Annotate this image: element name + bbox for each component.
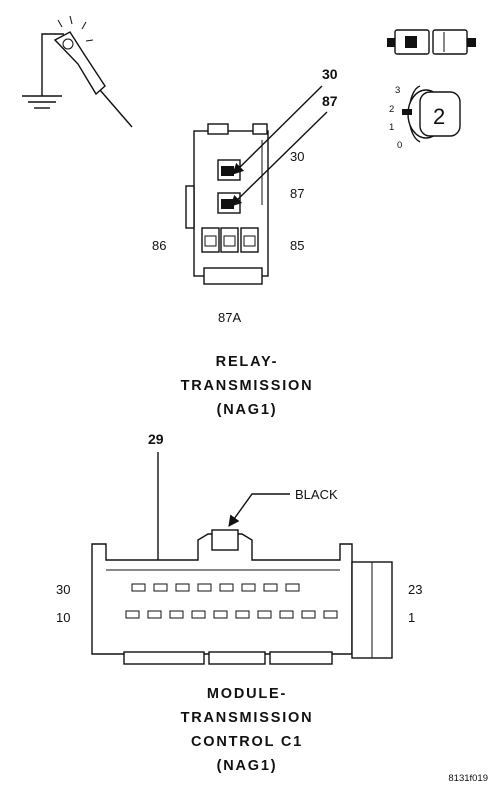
relay-title-line-1: RELAY- xyxy=(216,354,279,370)
key-mark-3: 3 xyxy=(395,85,400,96)
relay-pin-85: 85 xyxy=(290,238,304,253)
module-connector xyxy=(91,529,393,665)
pin-cavity-row2-1 xyxy=(125,610,140,619)
pin-cavity-row1-2 xyxy=(153,583,168,592)
module-pin-10: 10 xyxy=(56,610,70,625)
pin-cavity-row1-1 xyxy=(131,583,146,592)
module-title-line-1: MODULE- xyxy=(207,686,287,702)
pin-cavity-row2-7 xyxy=(257,610,272,619)
pin-cavity-row2-8 xyxy=(279,610,294,619)
figure-id: 8131f019 xyxy=(448,773,488,784)
pin-cavity-row1-3 xyxy=(175,583,190,592)
pin-cavity-row1-7 xyxy=(263,583,278,592)
pin-cavity-row2-10 xyxy=(323,610,338,619)
module-color-label: BLACK xyxy=(295,487,338,502)
key-mark-1: 1 xyxy=(389,122,394,133)
probe-ground-icon xyxy=(22,15,133,128)
relay-connector xyxy=(185,85,328,285)
module-pin-cavities xyxy=(125,583,338,619)
pin-cavity-row1-5 xyxy=(219,583,234,592)
key-mark-2: 2 xyxy=(389,104,394,115)
plug-connector-icon xyxy=(387,29,476,55)
module-pin-30: 30 xyxy=(56,582,70,597)
module-pin-1: 1 xyxy=(408,610,415,625)
relay-title-line-3: (NAG1) xyxy=(217,402,278,418)
pin-cavity-row2-6 xyxy=(235,610,250,619)
pin-cavity-row1-8 xyxy=(285,583,300,592)
pin-cavity-row2-2 xyxy=(147,610,162,619)
pin-cavity-row2-3 xyxy=(169,610,184,619)
pin-cavity-row1-6 xyxy=(241,583,256,592)
pin-cavity-row2-9 xyxy=(301,610,316,619)
pin-cavity-row1-4 xyxy=(197,583,212,592)
key-mark-0: 0 xyxy=(397,140,402,151)
pin-cavity-row2-4 xyxy=(191,610,206,619)
module-title-line-4: (NAG1) xyxy=(217,758,278,774)
key-position-icon: 3 2 1 0 2 xyxy=(389,85,461,151)
relay-pin-86: 86 xyxy=(152,238,166,253)
key-number: 2 xyxy=(433,104,445,129)
module-title-line-3: CONTROL C1 xyxy=(191,734,303,750)
relay-pin-87a: 87A xyxy=(218,310,241,325)
relay-pin-30: 30 xyxy=(290,149,304,164)
relay-callout-30: 30 xyxy=(322,66,338,82)
module-title-line-2: TRANSMISSION xyxy=(181,710,314,726)
pin-cavity-row2-5 xyxy=(213,610,228,619)
relay-pin-87: 87 xyxy=(290,186,304,201)
module-pin-23: 23 xyxy=(408,582,422,597)
module-callout-29: 29 xyxy=(148,431,164,447)
relay-title-line-2: TRANSMISSION xyxy=(181,378,314,394)
relay-callout-87: 87 xyxy=(322,93,338,109)
